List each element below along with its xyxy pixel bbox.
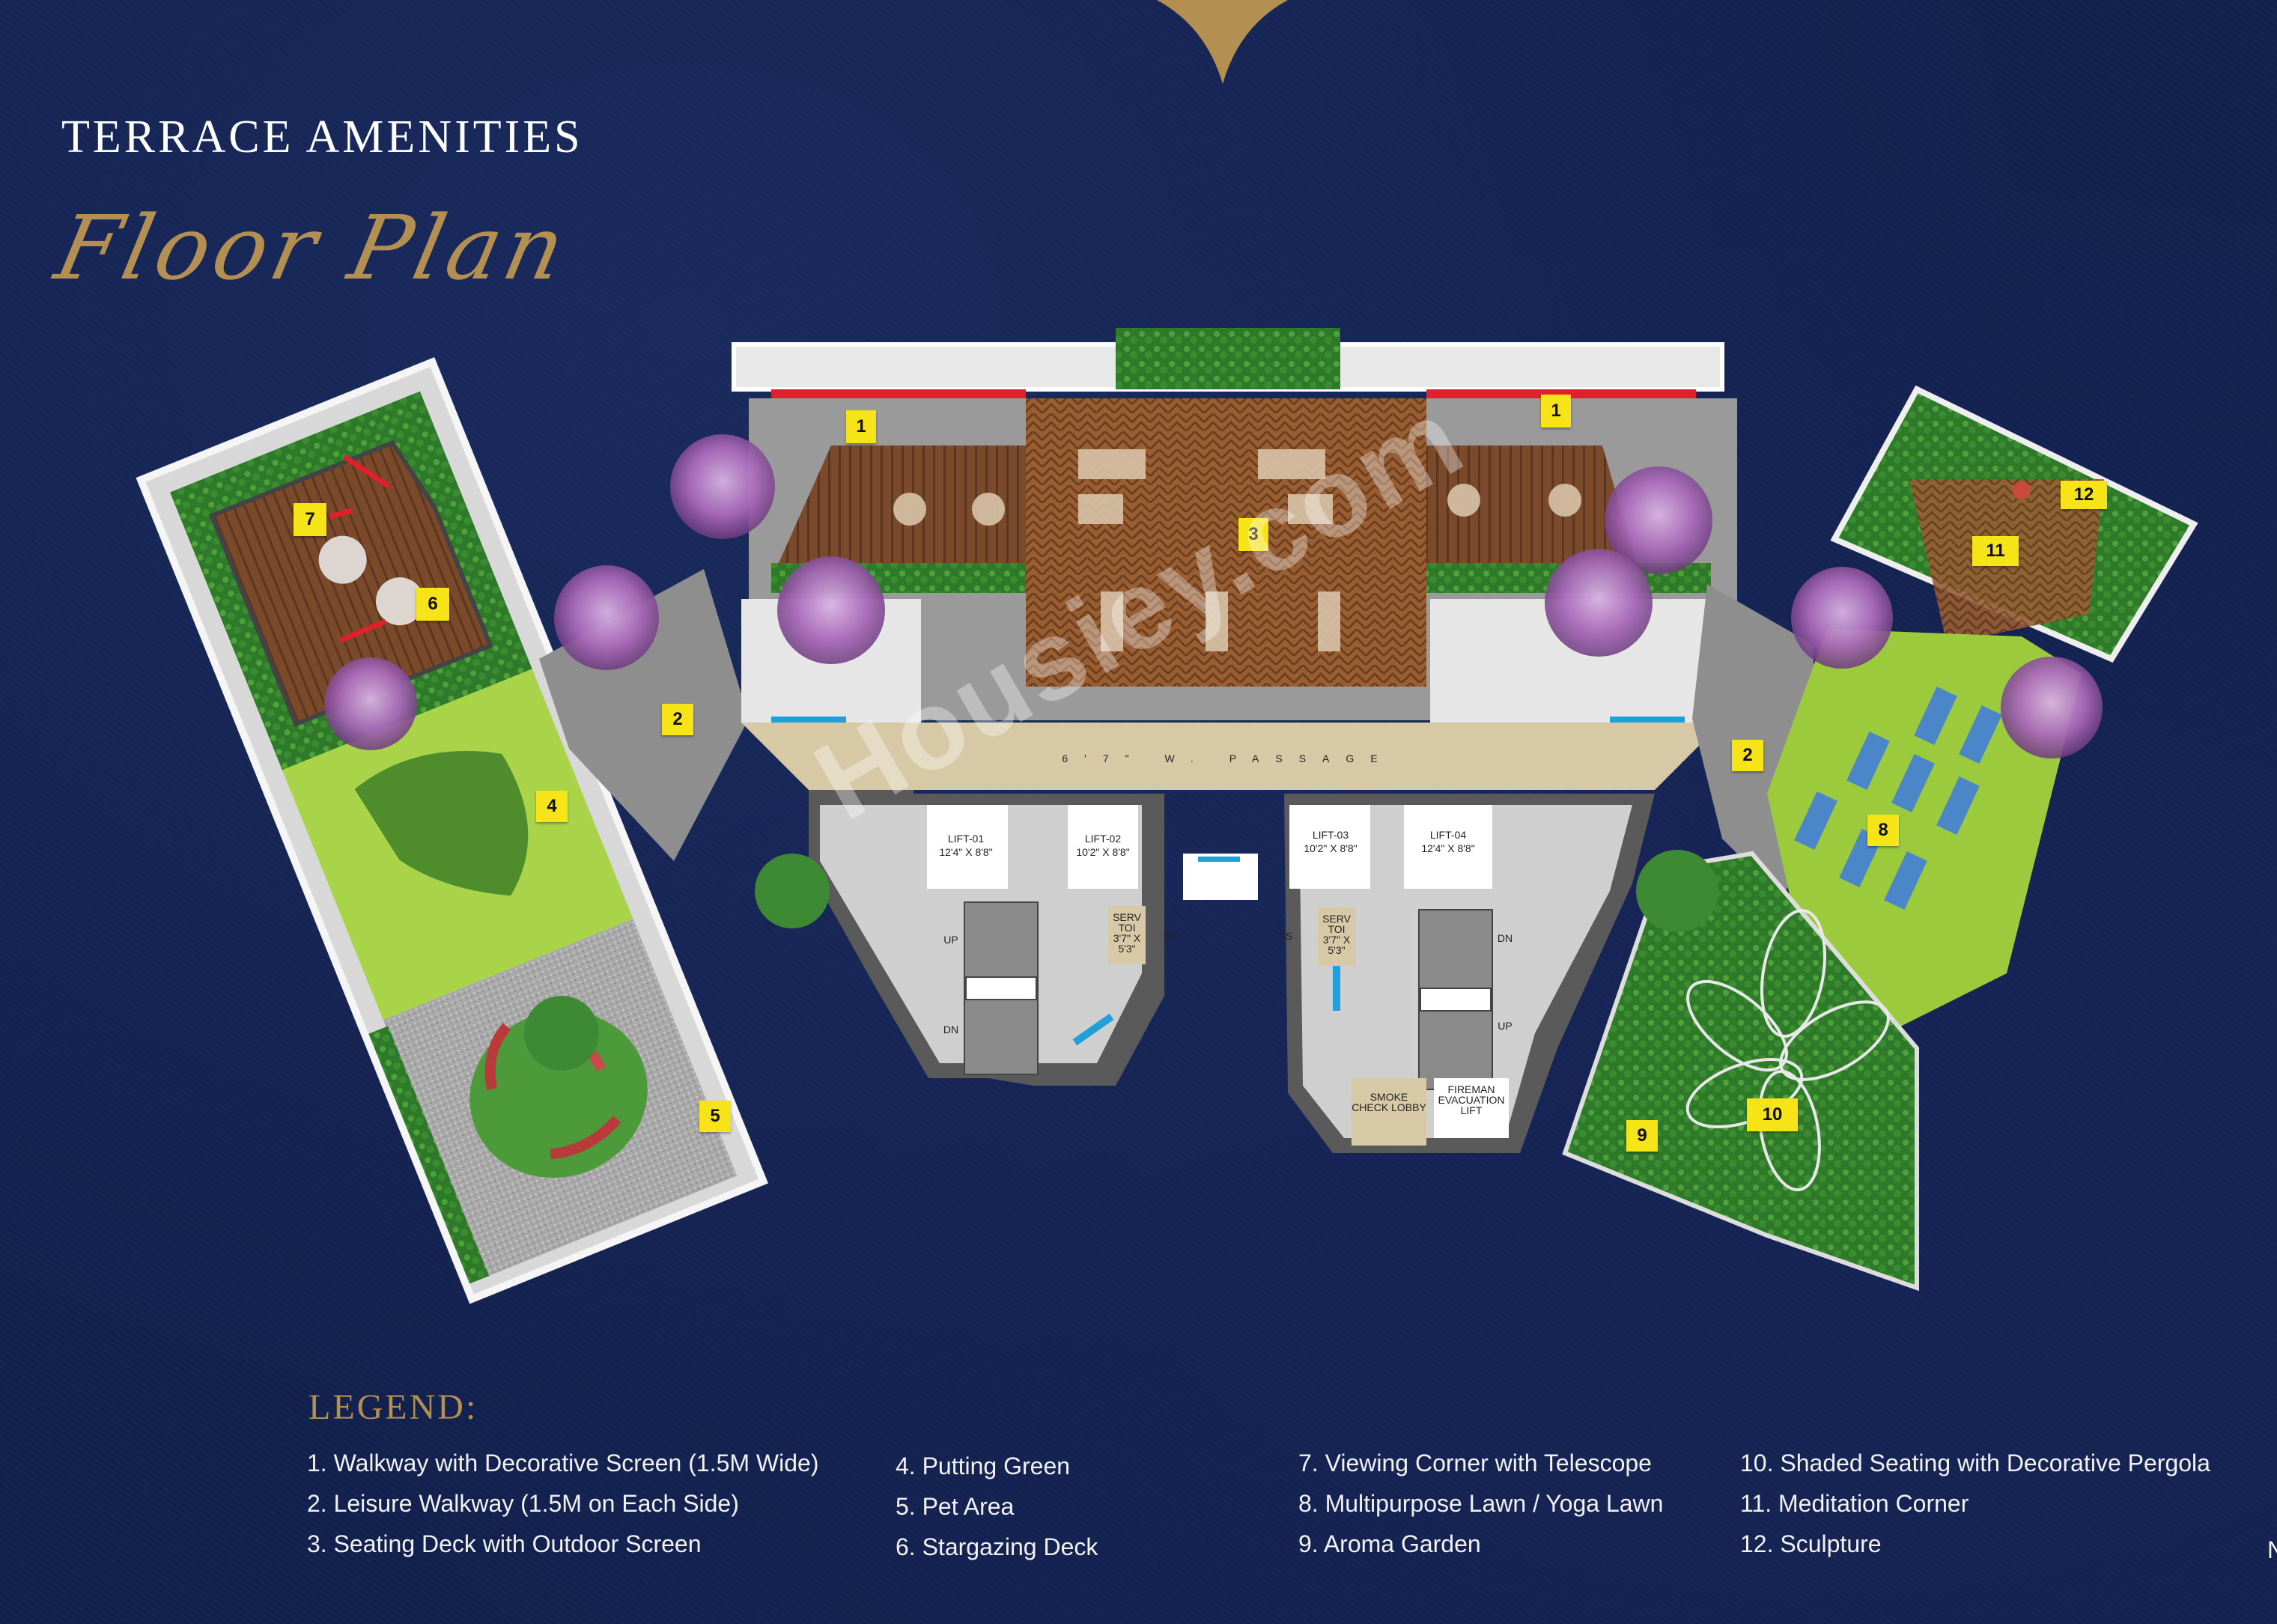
svg-text:SMOKE: SMOKE [1370,1091,1408,1103]
svg-text:10'2" X 8'8": 10'2" X 8'8" [1304,842,1357,854]
yoga-mats [1794,687,2002,910]
svg-text:CHECK LOBBY: CHECK LOBBY [1352,1101,1426,1113]
svg-text:3'7" X: 3'7" X [1113,932,1141,944]
marker-1-left[interactable]: 1 [846,410,876,443]
marker-1-right[interactable]: 1 [1541,395,1571,428]
flowering-trees [324,434,2103,758]
marker-9[interactable]: 9 [1626,1120,1658,1152]
marker-8[interactable]: 8 [1867,815,1899,846]
marker-12[interactable]: 12 [2061,481,2107,509]
svg-text:SERV: SERV [1322,913,1352,925]
svg-text:DN: DN [1498,932,1513,944]
svg-text:FIREMAN: FIREMAN [1448,1083,1495,1095]
svg-text:LIFT-01: LIFT-01 [948,833,984,845]
marker-7[interactable]: 7 [294,503,326,536]
svg-text:LIFT: LIFT [1461,1104,1483,1116]
legend-item-1: 1. Walkway with Decorative Screen (1.5M … [307,1450,819,1476]
svg-text:DN: DN [943,1024,958,1035]
svg-text:6'7" W. PASSAGE: 6'7" W. PASSAGE [1062,752,1393,764]
legend-title: LEGEND: [308,1387,478,1427]
marker-6[interactable]: 6 [416,588,449,621]
svg-text:12'4" X 8'8": 12'4" X 8'8" [1421,842,1474,854]
svg-text:TOI: TOI [1328,923,1345,935]
cut-off-text: N [2267,1536,2277,1563]
gold-arch-ornament [1157,0,1288,84]
svg-text:5'3": 5'3" [1118,943,1135,955]
right-wing [1562,385,2198,1292]
marker-4[interactable]: 4 [536,791,568,822]
legend-item-5: 5. Pet Area [896,1493,1015,1520]
central-block: 6'7" W. PASSAGE LIFT-01 12'4" X 8'8" LIF… [732,328,1737,1153]
legend-item-2: 2. Leisure Walkway (1.5M on Each Side) [307,1490,739,1517]
marker-10[interactable]: 10 [1747,1098,1798,1131]
legend-item-12: 12. Sculpture [1740,1530,1882,1557]
legend-item-11: 11. Meditation Corner [1740,1490,1969,1517]
svg-text:LIFT-03: LIFT-03 [1313,829,1349,841]
marker-2-right[interactable]: 2 [1732,740,1763,771]
svg-text:UP: UP [943,934,958,946]
legend-item-10: 10. Shaded Seating with Decorative Pergo… [1740,1450,2210,1476]
svg-text:LIFT-04: LIFT-04 [1430,829,1466,841]
svg-text:3'7" X: 3'7" X [1323,934,1351,946]
svg-text:SERV: SERV [1113,911,1142,923]
svg-text:TOI: TOI [1118,922,1135,934]
svg-text:10'2" X 8'8": 10'2" X 8'8" [1076,846,1129,858]
leaf-pergola [1685,909,1890,1192]
legend-item-6: 6. Stargazing Deck [896,1533,1098,1560]
legend-item-7: 7. Viewing Corner with Telescope [1298,1450,1652,1476]
legend-item-3: 3. Seating Deck with Outdoor Screen [307,1530,702,1557]
svg-text:EVACUATION: EVACUATION [1438,1094,1505,1106]
legend-item-9: 9. Aroma Garden [1298,1530,1481,1557]
svg-text:LIFT-02: LIFT-02 [1085,833,1121,845]
left-wing [136,357,768,1304]
svg-text:5'3": 5'3" [1328,944,1345,956]
svg-text:SS: SS [1164,930,1178,942]
marker-2-left[interactable]: 2 [662,704,693,735]
svg-text:UP: UP [1498,1020,1512,1032]
svg-text:SS: SS [1279,930,1293,942]
marker-3[interactable]: 3 [1238,518,1268,551]
marker-5[interactable]: 5 [699,1101,731,1132]
marker-11[interactable]: 11 [1972,536,2019,566]
svg-text:12'4" X 8'8": 12'4" X 8'8" [939,846,992,858]
legend-item-8: 8. Multipurpose Lawn / Yoga Lawn [1298,1490,1664,1517]
legend-item-4: 4. Putting Green [896,1453,1071,1479]
page-title: TERRACE AMENITIES [61,112,583,162]
shrubs [524,850,1718,1071]
